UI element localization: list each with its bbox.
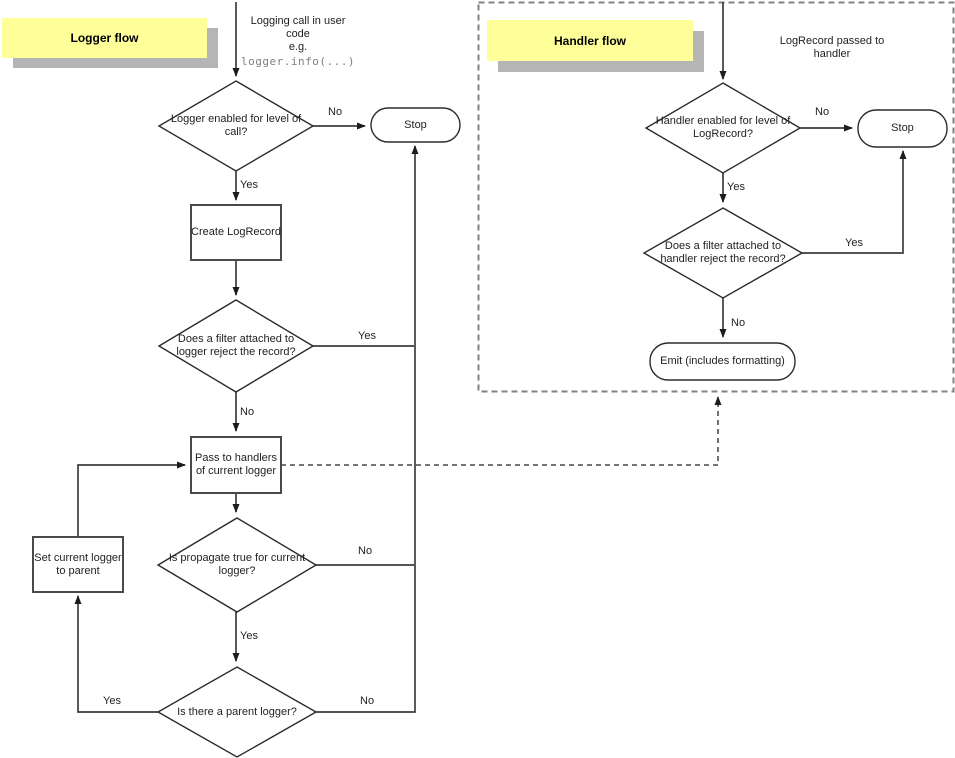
edge-label-handler-enabled-yes: Yes bbox=[727, 181, 745, 193]
decision-handler-enabled bbox=[644, 82, 802, 174]
edge-handler-filter-yes-stop bbox=[802, 150, 907, 254]
logger-start-annotation: Logging call in user code e.g. logger.in… bbox=[234, 15, 362, 68]
process-set-current-logger-label: Set current logger to parent bbox=[34, 551, 122, 577]
decision-logger-filter bbox=[157, 299, 315, 393]
edge-label-parent-yes: Yes bbox=[103, 695, 121, 707]
edge-label-logger-enabled-no: No bbox=[328, 106, 343, 118]
process-set-current-logger bbox=[32, 536, 124, 593]
decision-propagate-label: Is propagate true for current logger? bbox=[168, 552, 306, 577]
terminator-logger-stop bbox=[370, 107, 461, 143]
decision-logger-enabled bbox=[157, 80, 315, 172]
edge-parent-yes-set-parent bbox=[74, 595, 158, 713]
decision-parent-logger bbox=[156, 666, 318, 758]
terminator-emit bbox=[649, 342, 796, 381]
edge-label-handler-enabled-no: No bbox=[815, 106, 830, 118]
edge-label-propagate-no: No bbox=[358, 545, 373, 557]
handler-flow-title: Handler flow bbox=[553, 33, 626, 48]
logger-start-line-3: e.g. bbox=[288, 41, 308, 53]
edge-label-propagate-yes: Yes bbox=[240, 630, 258, 642]
terminator-logger-stop-label: Stop bbox=[404, 118, 427, 131]
edge-pass-to-handler-flow bbox=[281, 396, 722, 466]
terminator-handler-stop bbox=[857, 109, 948, 148]
logger-start-line-1: Logging call in user bbox=[250, 15, 346, 27]
edge-label-handler-filter-yes: Yes bbox=[845, 237, 863, 249]
process-pass-to-handlers bbox=[190, 436, 282, 494]
handler-start-line-2: handler bbox=[813, 48, 851, 60]
logger-flow-title-card: Logger flow bbox=[2, 18, 207, 58]
edge-label-logger-filter-no: No bbox=[240, 406, 255, 418]
handler-start-line-1: LogRecord passed to bbox=[779, 35, 885, 47]
edge-label-handler-filter-no: No bbox=[731, 317, 746, 329]
decision-logger-filter-label: Does a filter attached to logger reject … bbox=[176, 333, 296, 358]
terminator-handler-stop-label: Stop bbox=[891, 122, 914, 134]
handler-flow-title-card: Handler flow bbox=[487, 20, 693, 61]
logger-start-line-2: code bbox=[286, 28, 310, 40]
decision-handler-filter-label: Does a filter attached to handler reject… bbox=[660, 240, 786, 265]
logger-flow-title: Logger flow bbox=[70, 31, 139, 45]
terminator-emit-label: Emit (includes formatting) bbox=[660, 355, 785, 367]
process-pass-to-handlers-label: Pass to handlers of current logger bbox=[195, 452, 277, 477]
edge-label-parent-no: No bbox=[360, 695, 375, 707]
decision-logger-enabled-label: Logger enabled for level of call? bbox=[170, 113, 302, 138]
decision-handler-filter bbox=[642, 207, 804, 299]
edge-label-logger-filter-yes: Yes bbox=[358, 330, 376, 342]
edge-parent-no-stop bbox=[316, 145, 419, 713]
logger-start-code: logger.info(...) bbox=[241, 55, 355, 68]
handler-start-annotation: LogRecord passed to handler bbox=[727, 35, 937, 61]
handler-flow-container bbox=[477, 1, 955, 393]
process-create-logrecord bbox=[190, 204, 282, 261]
process-create-logrecord-label: Create LogRecord bbox=[191, 226, 281, 238]
edge-set-parent-to-pass bbox=[77, 461, 186, 537]
edge-label-logger-enabled-yes: Yes bbox=[240, 179, 258, 191]
decision-handler-enabled-label: Handler enabled for level of LogRecord? bbox=[655, 115, 791, 140]
decision-parent-logger-label: Is there a parent logger? bbox=[177, 705, 297, 718]
decision-propagate bbox=[156, 517, 318, 613]
